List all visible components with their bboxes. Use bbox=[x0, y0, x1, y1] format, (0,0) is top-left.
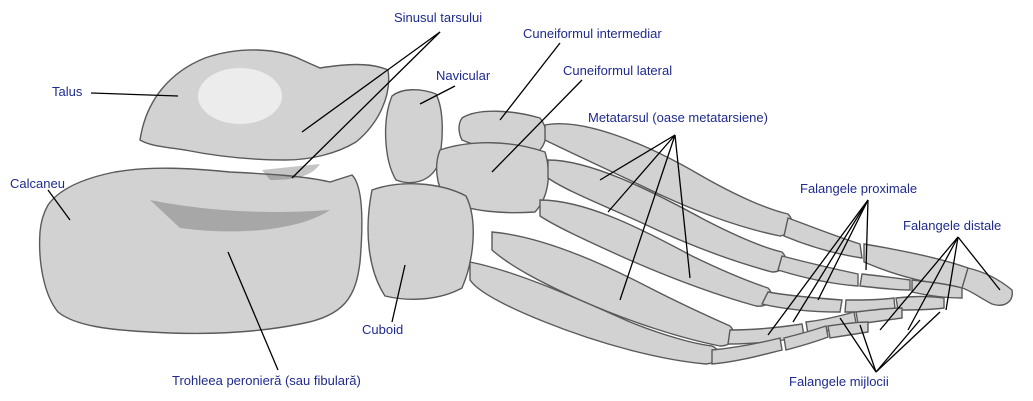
proximal-phalanx-3 bbox=[762, 292, 842, 312]
label-falangele-mijlocii: Falangele mijlocii bbox=[789, 374, 889, 390]
label-metatarsul: Metatarsul (oase metatarsiene) bbox=[588, 110, 768, 126]
foot-bones bbox=[40, 50, 1013, 364]
label-talus: Talus bbox=[52, 84, 82, 100]
label-navicular: Navicular bbox=[436, 68, 490, 84]
label-sinusul-tarsului: Sinusul tarsului bbox=[394, 10, 482, 26]
label-cuneiformul-lateral: Cuneiformul lateral bbox=[563, 63, 672, 79]
talus-highlight bbox=[198, 68, 282, 124]
leader-intermediar bbox=[500, 43, 560, 120]
label-cuboid: Cuboid bbox=[362, 322, 403, 338]
label-cuneiformul-intermediar: Cuneiformul intermediar bbox=[523, 26, 662, 42]
label-calcaneu: Calcaneu bbox=[10, 176, 65, 192]
label-falangele-distale: Falangele distale bbox=[903, 218, 1001, 234]
leader-mijlocii-4 bbox=[876, 312, 940, 372]
label-trohleea-peroniera: Trohleea peronieră (sau fibulară) bbox=[172, 373, 361, 389]
cuboid-bone bbox=[368, 184, 473, 300]
sinus-tarsi-gap bbox=[262, 164, 320, 180]
navicular-bone bbox=[386, 90, 443, 183]
calcaneus-bone bbox=[40, 168, 362, 333]
label-falangele-proximale: Falangele proximale bbox=[800, 181, 917, 197]
